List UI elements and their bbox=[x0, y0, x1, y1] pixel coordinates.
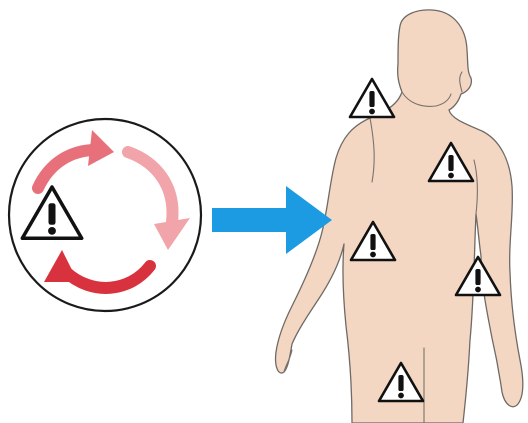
arrow-right-icon bbox=[212, 186, 332, 254]
recurring-cycle-icon bbox=[9, 119, 201, 311]
warning-triangle-icon bbox=[350, 79, 394, 117]
